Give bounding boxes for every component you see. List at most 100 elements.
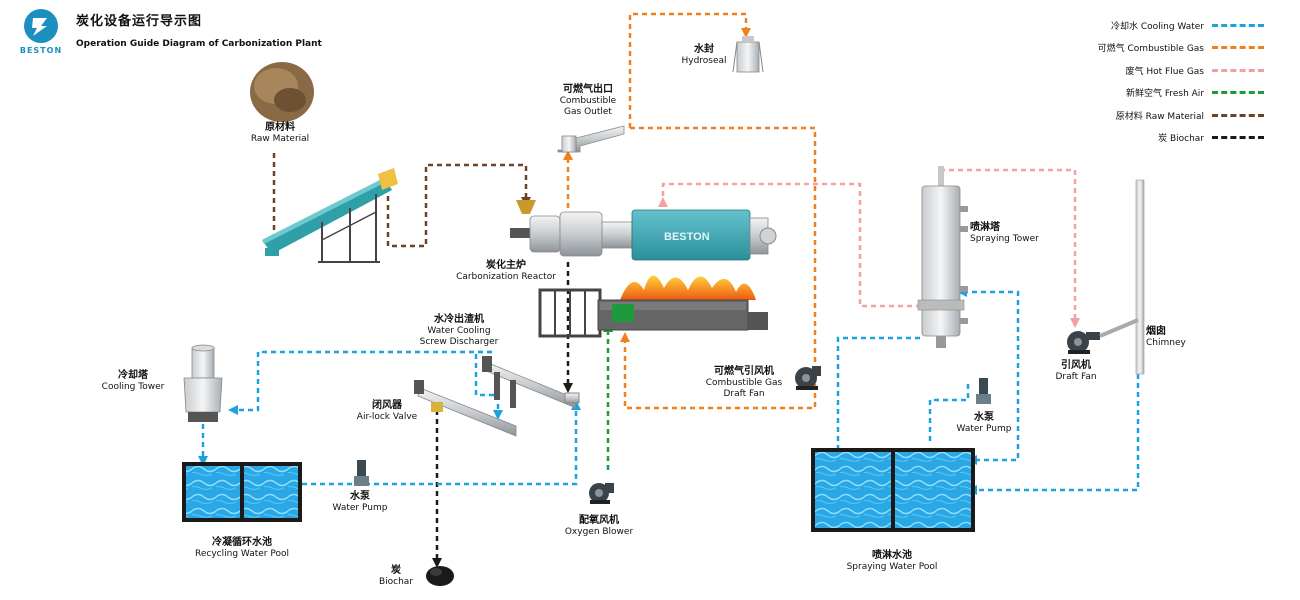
- label-en: Raw Material: [250, 134, 310, 144]
- legend-swatch: [1212, 91, 1264, 95]
- legend: 冷却水 Cooling Water 可燃气 Combustible Gas 废气…: [1098, 14, 1264, 149]
- label-water-pump-right: 水泵 Water Pump: [948, 412, 1020, 435]
- label-en: Air-lock Valve: [356, 412, 418, 422]
- label-reactor: 炭化主炉 Carbonization Reactor: [448, 260, 564, 283]
- gas-outlet-duct-icon: [557, 125, 625, 153]
- legend-item-combustible-gas: 可燃气 Combustible Gas: [1098, 37, 1264, 60]
- label-zh: 原材料: [265, 122, 295, 133]
- water-cooling-screw-discharger-icon: [482, 356, 580, 409]
- spraying-tower-icon: [917, 166, 968, 348]
- label-en: Draft Fan: [1055, 372, 1097, 382]
- draft-fan-icon: [1067, 331, 1100, 354]
- title-block: 炭化设备运行导示图 Operation Guide Diagram of Car…: [76, 10, 322, 49]
- raw-material-line: [272, 153, 528, 248]
- label-screw-discharger: 水冷出渣机 Water Cooling Screw Discharger: [404, 314, 514, 348]
- legend-item-fresh-air: 新鲜空气 Fresh Air: [1098, 82, 1264, 105]
- label-en: Water Cooling: [427, 326, 491, 336]
- combustible-gas-line: [566, 12, 817, 410]
- label-zh: 配氧风机: [579, 515, 619, 526]
- reactor-furnace-icon: [538, 275, 768, 338]
- label-en: Screw Discharger: [419, 336, 499, 347]
- label-zh: 炭化主炉: [486, 260, 526, 271]
- legend-swatch: [1212, 46, 1264, 50]
- label-hydroseal: 水封 Hydroseal: [670, 44, 738, 67]
- oxygen-blower-icon: [589, 483, 614, 504]
- label-en: Gas Outlet: [564, 106, 612, 117]
- logo-text: BESTON: [19, 46, 63, 55]
- label-spraying-tower: 喷淋塔 Spraying Tower: [970, 222, 1060, 245]
- svg-text:BESTON: BESTON: [664, 231, 710, 243]
- legend-label: 原材料 Raw Material: [1115, 111, 1204, 122]
- legend-label: 废气 Hot Flue Gas: [1125, 66, 1204, 77]
- label-zh: 可燃气引风机: [714, 366, 774, 377]
- label-zh: 冷凝循环水池: [212, 537, 272, 548]
- label-zh: 引风机: [1061, 360, 1091, 371]
- belt-conveyor-icon: [262, 168, 398, 263]
- label-zh: 可燃气出口: [563, 84, 613, 95]
- label-en: Biochar: [378, 577, 414, 587]
- label-gas-outlet: 可燃气出口 Combustible Gas Outlet: [548, 84, 628, 118]
- legend-item-raw-material: 原材料 Raw Material: [1098, 104, 1264, 127]
- label-draft-fan: 引风机 Draft Fan: [1044, 360, 1108, 383]
- legend-item-cooling-water: 冷却水 Cooling Water: [1098, 14, 1264, 37]
- label-spraying-pool: 喷淋水池 Spraying Water Pool: [836, 550, 948, 573]
- legend-label: 可燃气 Combustible Gas: [1097, 44, 1204, 55]
- brand-logo: BESTON: [16, 8, 66, 60]
- label-en: Spraying Water Pool: [846, 562, 938, 572]
- legend-swatch: [1212, 23, 1264, 27]
- label-cooling-tower: 冷却塔 Cooling Tower: [92, 370, 174, 393]
- chimney-icon: [1099, 179, 1145, 375]
- legend-swatch: [1212, 136, 1264, 140]
- label-en: Oxygen Blower: [564, 527, 634, 537]
- label-zh: 闭风器: [372, 400, 402, 411]
- label-airlock-valve: 闭风器 Air-lock Valve: [348, 400, 426, 423]
- label-en: Water Pump: [332, 503, 388, 513]
- legend-item-hot-flue-gas: 废气 Hot Flue Gas: [1098, 59, 1264, 82]
- label-oxygen-blower: 配氧风机 Oxygen Blower: [556, 515, 642, 538]
- label-chimney: 烟囱 Chimney: [1146, 326, 1200, 349]
- label-en: Water Pump: [956, 424, 1012, 434]
- legend-item-biochar: 炭 Biochar: [1098, 127, 1264, 150]
- label-en: Draft Fan: [723, 388, 765, 399]
- label-biochar: 炭 Biochar: [366, 565, 426, 588]
- label-zh: 炭: [391, 565, 401, 576]
- label-water-pump-left: 水泵 Water Pump: [324, 491, 396, 514]
- label-en: Carbonization Reactor: [456, 272, 556, 282]
- cooling-water-line: [201, 290, 1140, 492]
- title-zh: 炭化设备运行导示图: [76, 14, 203, 29]
- label-en: Combustible Gas: [705, 378, 783, 388]
- label-zh: 水冷出渣机: [434, 314, 484, 325]
- legend-swatch: [1212, 113, 1264, 117]
- recycling-water-pool-icon: [182, 462, 302, 522]
- spraying-water-pool-icon: [811, 448, 975, 532]
- title-en: Operation Guide Diagram of Carbonization…: [76, 39, 322, 49]
- raw-material-pile-icon: [250, 62, 314, 122]
- label-zh: 喷淋水池: [872, 550, 912, 561]
- hydroseal-tank-icon: [732, 36, 764, 73]
- label-recycling-pool: 冷凝循环水池 Recycling Water Pool: [176, 537, 308, 560]
- label-en: Hydroseal: [681, 56, 727, 66]
- label-zh: 喷淋塔: [970, 222, 1000, 233]
- legend-label: 冷却水 Cooling Water: [1110, 21, 1204, 32]
- label-en: Spraying Tower: [970, 234, 1039, 244]
- label-zh: 水泵: [974, 412, 994, 423]
- combustible-gas-draft-fan-icon: [795, 366, 821, 390]
- beston-logo-icon: [24, 9, 58, 43]
- label-en: Cooling Tower: [101, 382, 165, 392]
- carbonization-reactor-icon: BESTON: [510, 200, 777, 261]
- label-gas-draft-fan: 可燃气引风机 Combustible Gas Draft Fan: [692, 366, 796, 400]
- water-pump-left-icon: [354, 460, 369, 486]
- hot-flue-gas-line: [661, 168, 1077, 320]
- label-en: Chimney: [1146, 338, 1186, 348]
- label-zh: 烟囱: [1146, 326, 1166, 337]
- water-pump-right-icon: [976, 378, 991, 404]
- label-raw-material: 原材料 Raw Material: [240, 122, 320, 145]
- biochar-pile-icon: [426, 566, 454, 586]
- label-zh: 水泵: [350, 491, 370, 502]
- label-en: Combustible: [559, 96, 617, 106]
- cooling-tower-icon: [183, 344, 223, 422]
- legend-label: 炭 Biochar: [1158, 134, 1204, 145]
- air-lock-valve-icon: [414, 380, 517, 437]
